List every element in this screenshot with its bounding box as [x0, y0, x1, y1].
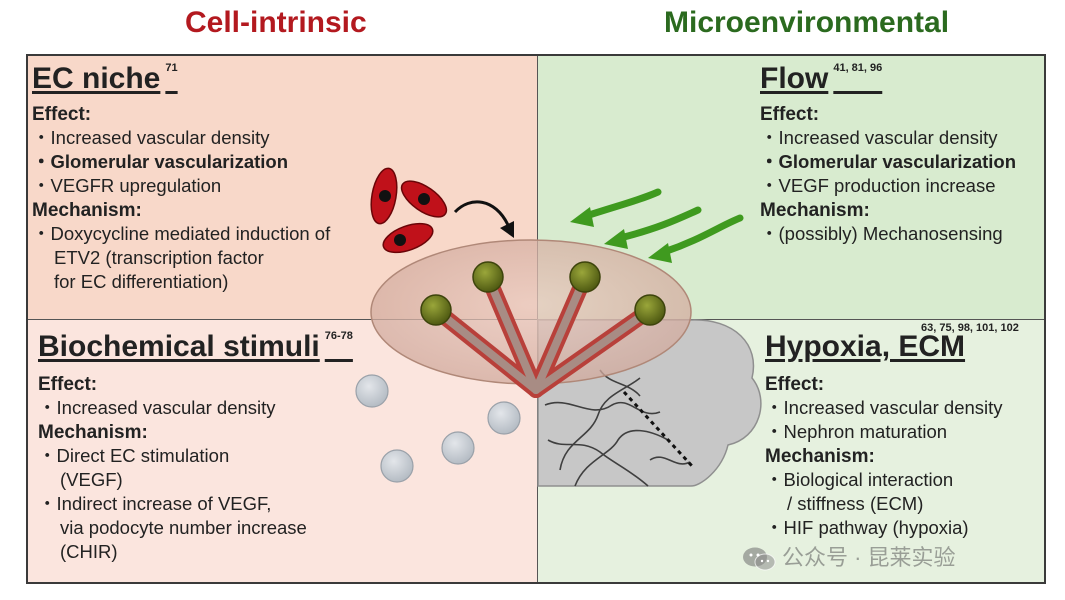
biochemical-effect-label: Effect: — [38, 374, 98, 395]
ec-niche-ref: 71 — [165, 62, 178, 74]
biochemical-mechanism-1: Direct EC stimulation — [38, 444, 353, 468]
ec-niche-effect-2: Glomerular vascularization — [32, 150, 330, 174]
hypoxia-ref: 63, 75, 98, 101, 102 — [921, 322, 1019, 334]
biochemical-mechanism-label: Mechanism: — [38, 422, 148, 443]
diagram-frame — [26, 54, 1046, 584]
ec-niche-effect-1: Increased vascular density — [32, 126, 330, 150]
ec-cell-icon — [370, 167, 448, 254]
hypoxia-mechanism-1: Biological interaction — [765, 468, 1003, 492]
hypoxia-effect-label: Effect: — [765, 374, 825, 395]
hypoxia-effect-1: Increased vascular density — [765, 396, 1003, 420]
vessel-tree — [428, 269, 658, 398]
bead-icon — [355, 374, 521, 483]
ec-niche-effect-label: Effect: — [32, 104, 92, 125]
watermark: 公众号 · 昆莱实验 — [742, 540, 956, 572]
hypoxia-effect-2: Nephron maturation — [765, 420, 1003, 444]
hypoxia-text: Hypoxia, ECM Effect: Increased vascular … — [765, 330, 1003, 540]
biochemical-mechanism-2: (VEGF) — [60, 469, 123, 490]
ec-niche-mechanism-2: ETV2 (transcription factor — [54, 247, 264, 268]
hypoxia-mechanism-label: Mechanism: — [765, 446, 875, 467]
biochemical-ref: 76-78 — [324, 330, 353, 342]
biochemical-mechanism-3: Indirect increase of VEGF, — [38, 492, 353, 516]
biochemical-effect-1: Increased vascular density — [38, 396, 353, 420]
glomerulus-icon — [420, 261, 666, 326]
hypoxia-title: Hypoxia, ECM — [765, 330, 966, 363]
hypoxia-mechanism-2: / stiffness (ECM) — [787, 493, 924, 514]
watermark-text: 公众号 · 昆莱实验 — [782, 545, 956, 570]
flow-effect-1: Increased vascular density — [760, 126, 1016, 150]
cell-intrinsic-header: Cell-intrinsic — [185, 6, 367, 39]
flow-effect-2: Glomerular vascularization — [760, 150, 1017, 174]
ec-niche-mechanism-1: Doxycycline mediated induction of — [32, 222, 331, 246]
ec-niche-effect-3: VEGFR upregulation — [32, 174, 330, 198]
wechat-icon — [743, 547, 776, 571]
biochemical-mechanism-5: (CHIR) — [60, 541, 118, 562]
hypoxia-mechanism-3: HIF pathway (hypoxia) — [765, 516, 1003, 540]
microenvironmental-header: Microenvironmental — [664, 6, 950, 39]
flow-ref: 41, 81, 96 — [833, 62, 883, 74]
ec-niche-mechanism-3: for EC differentiation) — [54, 271, 229, 292]
flow-effect-3: VEGF production increase — [760, 174, 1016, 198]
biochemical-mechanism-4: via podocyte number increase — [60, 517, 307, 538]
flow-arrow-icon — [582, 188, 744, 256]
flow-mechanism-label: Mechanism: — [760, 200, 870, 221]
flow-effect-label: Effect: — [760, 104, 820, 125]
curved-arrow-icon — [453, 200, 514, 238]
ec-niche-mechanism-label: Mechanism: — [32, 200, 142, 221]
flow-mechanism-1: (possibly) Mechanosensing — [760, 222, 1016, 246]
